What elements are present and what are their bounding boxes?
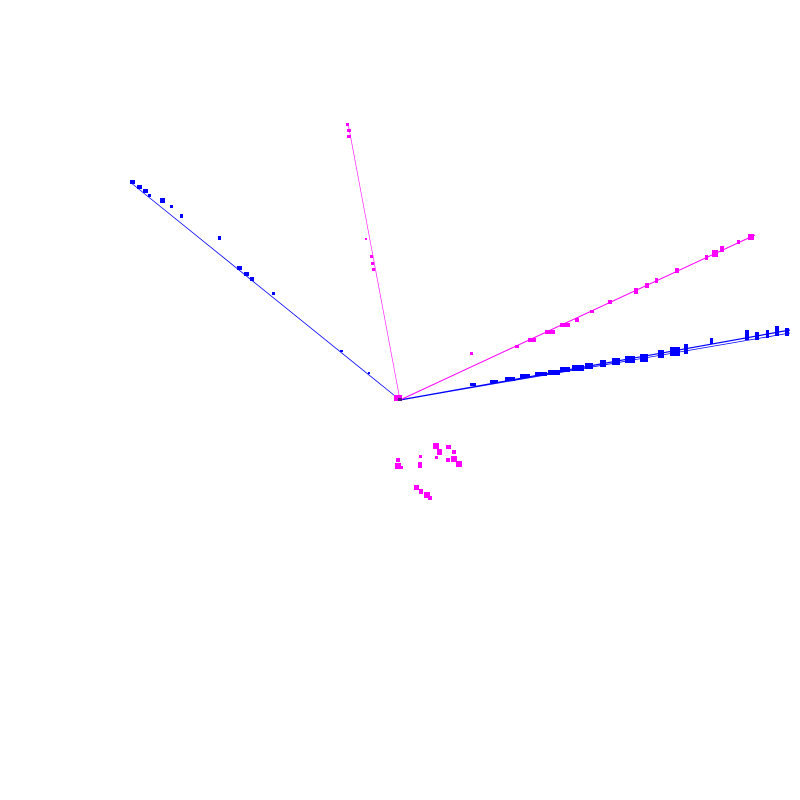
track-magenta-up — [347, 122, 401, 401]
hit-blue-right — [684, 344, 688, 354]
hit-blue-right — [670, 347, 680, 356]
hit-blue-right — [745, 330, 749, 340]
hit-blue-right — [548, 370, 560, 375]
hit-magenta-cluster — [419, 455, 422, 458]
hit-blue-right — [658, 350, 664, 358]
hit-blue-right — [585, 363, 593, 369]
hit-magenta-right — [575, 318, 579, 322]
hit-magenta-cluster — [446, 458, 450, 462]
hit-blue-left — [180, 214, 183, 218]
hit-magenta-cluster — [433, 443, 439, 449]
hit-magenta-up — [372, 268, 375, 271]
hit-magenta-cluster — [435, 456, 438, 459]
hit-magenta-up — [365, 238, 367, 240]
track-magenta-right — [399, 234, 756, 401]
hit-blue-left — [237, 266, 242, 270]
hit-blue-left — [272, 292, 275, 295]
hit-magenta-right — [675, 268, 679, 273]
hit-blue-right — [505, 377, 515, 381]
hit-blue-right — [572, 365, 584, 371]
vertex-hit-dark — [398, 398, 402, 401]
track-blue-left — [129, 181, 401, 401]
hit-group — [130, 123, 789, 500]
hit-magenta-cluster — [456, 461, 462, 467]
hit-magenta-up — [347, 129, 351, 132]
hit-blue-left — [137, 185, 142, 189]
hit-blue-right — [470, 383, 476, 386]
track-blue-right-2 — [399, 332, 791, 401]
hit-blue-right — [766, 330, 769, 338]
hit-magenta-up — [370, 255, 373, 258]
hit-magenta-cluster — [395, 463, 401, 469]
hit-magenta-cluster — [424, 492, 430, 498]
hit-magenta-cluster — [419, 489, 423, 494]
track-group — [129, 122, 791, 401]
hit-blue-right — [560, 367, 570, 372]
hit-blue-right — [710, 338, 713, 344]
hit-magenta-right — [705, 255, 708, 260]
hit-magenta-cluster — [452, 450, 456, 454]
track-blue-right — [399, 329, 791, 401]
hit-blue-left — [368, 372, 370, 374]
hit-blue-right — [600, 360, 606, 367]
hit-magenta-cluster — [418, 462, 422, 468]
hit-magenta-right — [528, 338, 536, 342]
hit-magenta-right — [590, 310, 594, 313]
hit-blue-right — [775, 326, 779, 336]
hit-magenta-cluster — [400, 466, 403, 469]
hit-blue-left — [143, 189, 148, 193]
hit-blue-left — [218, 236, 221, 240]
hit-magenta-right — [748, 234, 754, 240]
hit-blue-left — [244, 272, 249, 276]
hit-magenta-right — [545, 330, 555, 334]
hit-blue-right — [490, 380, 498, 383]
hit-magenta-right — [645, 283, 649, 288]
hit-magenta-cluster — [414, 485, 419, 490]
hit-magenta-cluster — [437, 449, 442, 455]
hit-blue-left — [160, 198, 165, 203]
hit-blue-left — [130, 180, 135, 184]
hit-magenta-right — [712, 250, 718, 257]
hit-blue-left — [250, 277, 254, 281]
hit-magenta-up — [371, 262, 374, 265]
hit-blue-left — [340, 350, 343, 352]
hit-magenta-right — [655, 278, 658, 283]
hit-blue-right — [640, 354, 648, 362]
hit-blue-right — [535, 372, 547, 376]
hit-magenta-right — [515, 345, 519, 348]
hit-blue-right — [755, 332, 759, 340]
hit-magenta-right — [720, 246, 724, 252]
hit-blue-right — [625, 356, 635, 363]
hit-magenta-up — [347, 135, 351, 138]
hit-magenta-cluster — [446, 445, 451, 449]
hit-blue-right — [785, 328, 789, 336]
hit-magenta-up — [346, 123, 349, 126]
hit-magenta-cluster — [451, 456, 457, 462]
hit-magenta-right — [470, 352, 473, 355]
hit-magenta-cluster — [396, 458, 400, 462]
hit-blue-right — [612, 358, 620, 365]
hit-blue-left — [170, 205, 173, 208]
hit-magenta-cluster — [428, 496, 432, 500]
hit-blue-left — [148, 194, 151, 197]
hit-magenta-right — [634, 288, 638, 294]
hit-magenta-right — [737, 240, 740, 244]
hit-blue-right — [520, 374, 530, 378]
hit-magenta-right — [608, 300, 612, 304]
hit-magenta-right — [560, 323, 570, 327]
